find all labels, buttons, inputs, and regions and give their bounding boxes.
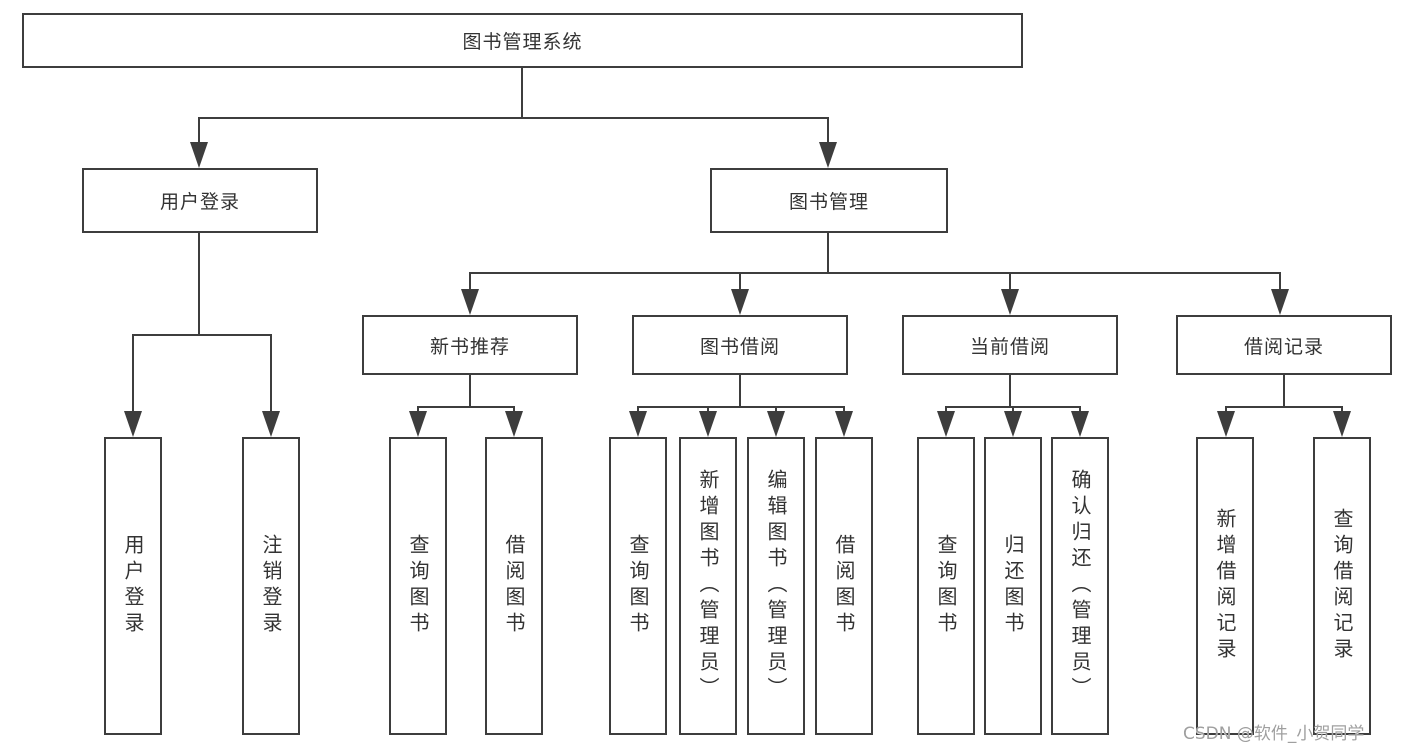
leaf-logout: 注销登录 bbox=[242, 437, 300, 735]
arrow-down-icon bbox=[937, 411, 955, 437]
node-label: 查询图书 bbox=[626, 534, 650, 638]
node-label: 查询借阅记录 bbox=[1330, 508, 1354, 664]
leaf-query-books-borrow: 查询图书 bbox=[609, 437, 667, 735]
connector-line bbox=[739, 375, 741, 408]
node-user-login: 用户登录 bbox=[82, 168, 318, 233]
connector-line bbox=[270, 334, 272, 424]
leaf-user-login: 用户登录 bbox=[104, 437, 162, 735]
connector-line bbox=[739, 272, 741, 304]
leaf-borrow-books-recommend: 借阅图书 bbox=[485, 437, 543, 735]
node-label: 用户登录 bbox=[159, 191, 240, 213]
node-new-book-recommendation: 新书推荐 bbox=[362, 315, 578, 375]
connector-line bbox=[469, 375, 471, 408]
connector-line bbox=[827, 233, 829, 274]
node-label: 编辑图书（管理员） bbox=[764, 469, 788, 703]
node-label: 新增图书（管理员） bbox=[696, 469, 720, 703]
leaf-add-borrow-record: 新增借阅记录 bbox=[1196, 437, 1254, 735]
node-book-management: 图书管理 bbox=[710, 168, 948, 233]
connector-line bbox=[198, 117, 829, 119]
connector-line bbox=[1009, 272, 1011, 304]
node-label: 图书管理系统 bbox=[462, 31, 583, 53]
connector-line bbox=[469, 272, 471, 304]
node-book-borrowing: 图书借阅 bbox=[632, 315, 848, 375]
arrow-down-icon bbox=[629, 411, 647, 437]
node-label: 借阅图书 bbox=[832, 534, 856, 638]
connector-line bbox=[198, 117, 200, 157]
arrow-down-icon bbox=[819, 142, 837, 168]
node-label: 用户登录 bbox=[121, 534, 145, 638]
node-label: 归还图书 bbox=[1001, 534, 1025, 638]
leaf-borrow-books: 借阅图书 bbox=[815, 437, 873, 735]
connector-line bbox=[827, 117, 829, 157]
arrow-down-icon bbox=[505, 411, 523, 437]
leaf-add-books-admin: 新增图书（管理员） bbox=[679, 437, 737, 735]
node-label: 注销登录 bbox=[259, 534, 283, 638]
csdn-watermark: CSDN @软件_小贺同学 bbox=[1183, 724, 1365, 744]
node-current-borrowing: 当前借阅 bbox=[902, 315, 1118, 375]
connector-line bbox=[1009, 375, 1011, 408]
connector-line bbox=[469, 272, 1281, 274]
connector-line bbox=[132, 334, 134, 424]
arrow-down-icon bbox=[731, 289, 749, 315]
node-label: 新增借阅记录 bbox=[1213, 508, 1237, 664]
arrow-down-icon bbox=[1217, 411, 1235, 437]
node-label: 查询图书 bbox=[934, 534, 958, 638]
leaf-query-borrow-record: 查询借阅记录 bbox=[1313, 437, 1371, 735]
leaf-return-books: 归还图书 bbox=[984, 437, 1042, 735]
node-label: 当前借阅 bbox=[969, 335, 1050, 358]
connector-line bbox=[417, 406, 515, 408]
connector-line bbox=[132, 334, 272, 336]
arrow-down-icon bbox=[461, 289, 479, 315]
arrow-down-icon bbox=[124, 411, 142, 437]
arrow-down-icon bbox=[835, 411, 853, 437]
arrow-down-icon bbox=[699, 411, 717, 437]
connector-line bbox=[198, 233, 200, 336]
node-library-management-system: 图书管理系统 bbox=[22, 13, 1023, 68]
node-label: 新书推荐 bbox=[429, 335, 510, 358]
node-label: 借阅记录 bbox=[1243, 335, 1324, 358]
arrow-down-icon bbox=[262, 411, 280, 437]
node-label: 确认归还（管理员） bbox=[1068, 469, 1092, 703]
connector-line bbox=[637, 406, 845, 408]
arrow-down-icon bbox=[190, 142, 208, 168]
node-label: 查询图书 bbox=[406, 534, 430, 638]
connector-line bbox=[521, 68, 523, 118]
node-label: 借阅图书 bbox=[502, 534, 526, 638]
node-label: 图书管理 bbox=[788, 191, 869, 213]
leaf-confirm-return-admin: 确认归还（管理员） bbox=[1051, 437, 1109, 735]
arrow-down-icon bbox=[1071, 411, 1089, 437]
leaf-query-books-current: 查询图书 bbox=[917, 437, 975, 735]
leaf-query-books-recommend: 查询图书 bbox=[389, 437, 447, 735]
arrow-down-icon bbox=[1271, 289, 1289, 315]
arrow-down-icon bbox=[409, 411, 427, 437]
arrow-down-icon bbox=[1001, 289, 1019, 315]
arrow-down-icon bbox=[767, 411, 785, 437]
leaf-edit-books-admin: 编辑图书（管理员） bbox=[747, 437, 805, 735]
node-label: 图书借阅 bbox=[699, 335, 780, 358]
arrow-down-icon bbox=[1004, 411, 1022, 437]
node-borrowing-records: 借阅记录 bbox=[1176, 315, 1392, 375]
connector-line bbox=[1279, 272, 1281, 304]
connector-line bbox=[1283, 375, 1285, 408]
connector-line bbox=[1225, 406, 1343, 408]
arrow-down-icon bbox=[1333, 411, 1351, 437]
